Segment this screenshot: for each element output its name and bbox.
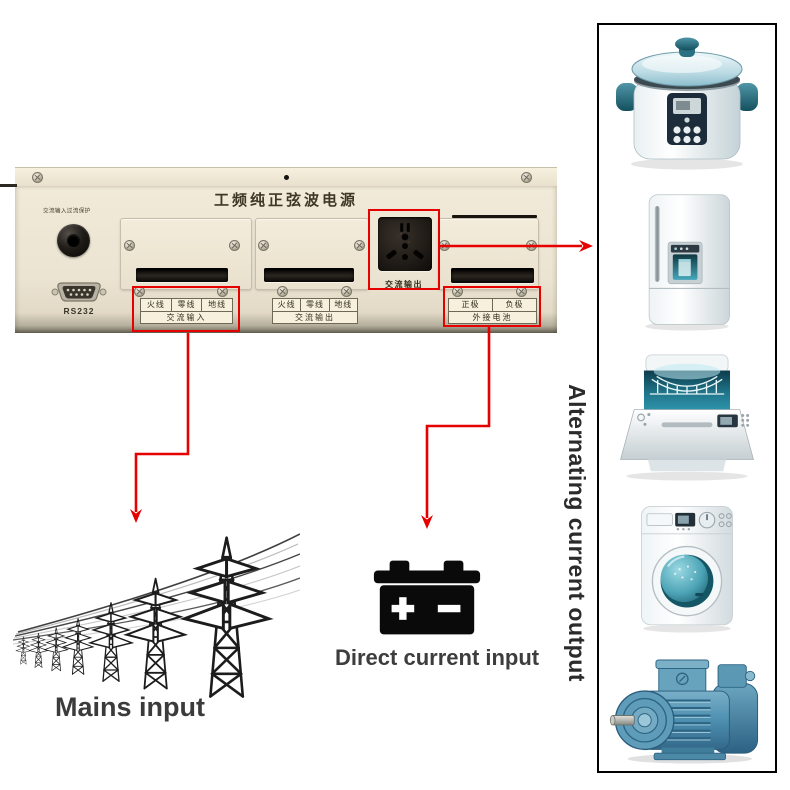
screw-icon	[526, 240, 537, 251]
cover-plate-1	[120, 218, 252, 290]
dishwasher-icon	[608, 350, 766, 482]
terminal-cell: 正极	[449, 299, 493, 311]
terminal-cell: 零线	[301, 299, 330, 311]
ac-output-vertical-label: Alternating current output	[564, 384, 590, 682]
ac-output-socket-label: 交流输出	[385, 280, 423, 289]
overcurrent-breaker-button	[57, 224, 90, 257]
terminal-block-label: 外接电池	[449, 311, 536, 323]
terminal-block-label: 交流输出	[273, 311, 357, 323]
rice-cooker-icon	[612, 31, 762, 171]
refrigerator-icon	[622, 190, 752, 332]
screw-icon	[229, 240, 240, 251]
terminal-block-ac-input: 火线 零线 地线 交流输入	[140, 298, 233, 324]
rs232-label: RS232	[63, 306, 95, 316]
electric-motor-icon	[607, 651, 767, 765]
ac-outlet-socket	[378, 217, 432, 271]
terminal-cell: 地线	[208, 300, 227, 309]
terminal-cell: 零线	[172, 299, 203, 311]
socket-holes	[386, 223, 424, 260]
terminal-cell: 火线	[141, 299, 172, 311]
cover-plate-2	[255, 218, 369, 290]
rs232-port-icon	[51, 282, 107, 302]
arrow-to-dc-input	[421, 327, 491, 529]
dc-input-label: Direct current input	[335, 645, 540, 670]
terminal-block-battery: 正极 负极 外接电池	[448, 298, 537, 324]
arrow-to-mains-input	[130, 333, 190, 523]
screw-icon	[439, 240, 450, 251]
screw-icon	[341, 286, 352, 297]
overcurrent-protection-label: 交流输入过流保护	[43, 207, 91, 214]
vent-slit	[452, 215, 537, 218]
vent-hole	[284, 175, 289, 180]
mains-input-label: Mains input	[55, 692, 205, 722]
highlight-box-ac-input	[132, 286, 240, 332]
terminal-block-ac-output: 火线 零线 地线 交流输出	[272, 298, 358, 324]
screw-icon	[354, 240, 365, 251]
terminal-block-label: 交流输入	[141, 311, 232, 323]
screw-icon	[32, 172, 43, 183]
terminal-cell: 负极	[505, 300, 524, 309]
battery-icon	[373, 560, 481, 635]
screw-icon	[277, 286, 288, 297]
highlight-box-battery	[443, 286, 541, 327]
device-title: 工频纯正弦波电源	[213, 193, 358, 209]
screw-icon	[124, 240, 135, 251]
screw-icon	[258, 240, 269, 251]
wiring-slot	[451, 268, 534, 283]
cover-plate-3	[438, 218, 539, 290]
washing-machine-icon	[624, 501, 750, 633]
wiring-slot	[136, 268, 228, 282]
power-lines-illustration	[12, 533, 300, 698]
lid-edge-shadow	[0, 184, 17, 187]
screw-icon	[521, 172, 532, 183]
terminal-cell: 火线	[273, 299, 302, 311]
wiring-slot	[264, 268, 354, 282]
highlight-box-ac-socket	[368, 209, 440, 290]
inverter-panel: 工频纯正弦波电源 交流输入过流保护 RS232	[15, 167, 557, 333]
terminal-cell: 地线	[334, 300, 353, 309]
appliance-column	[597, 23, 777, 773]
